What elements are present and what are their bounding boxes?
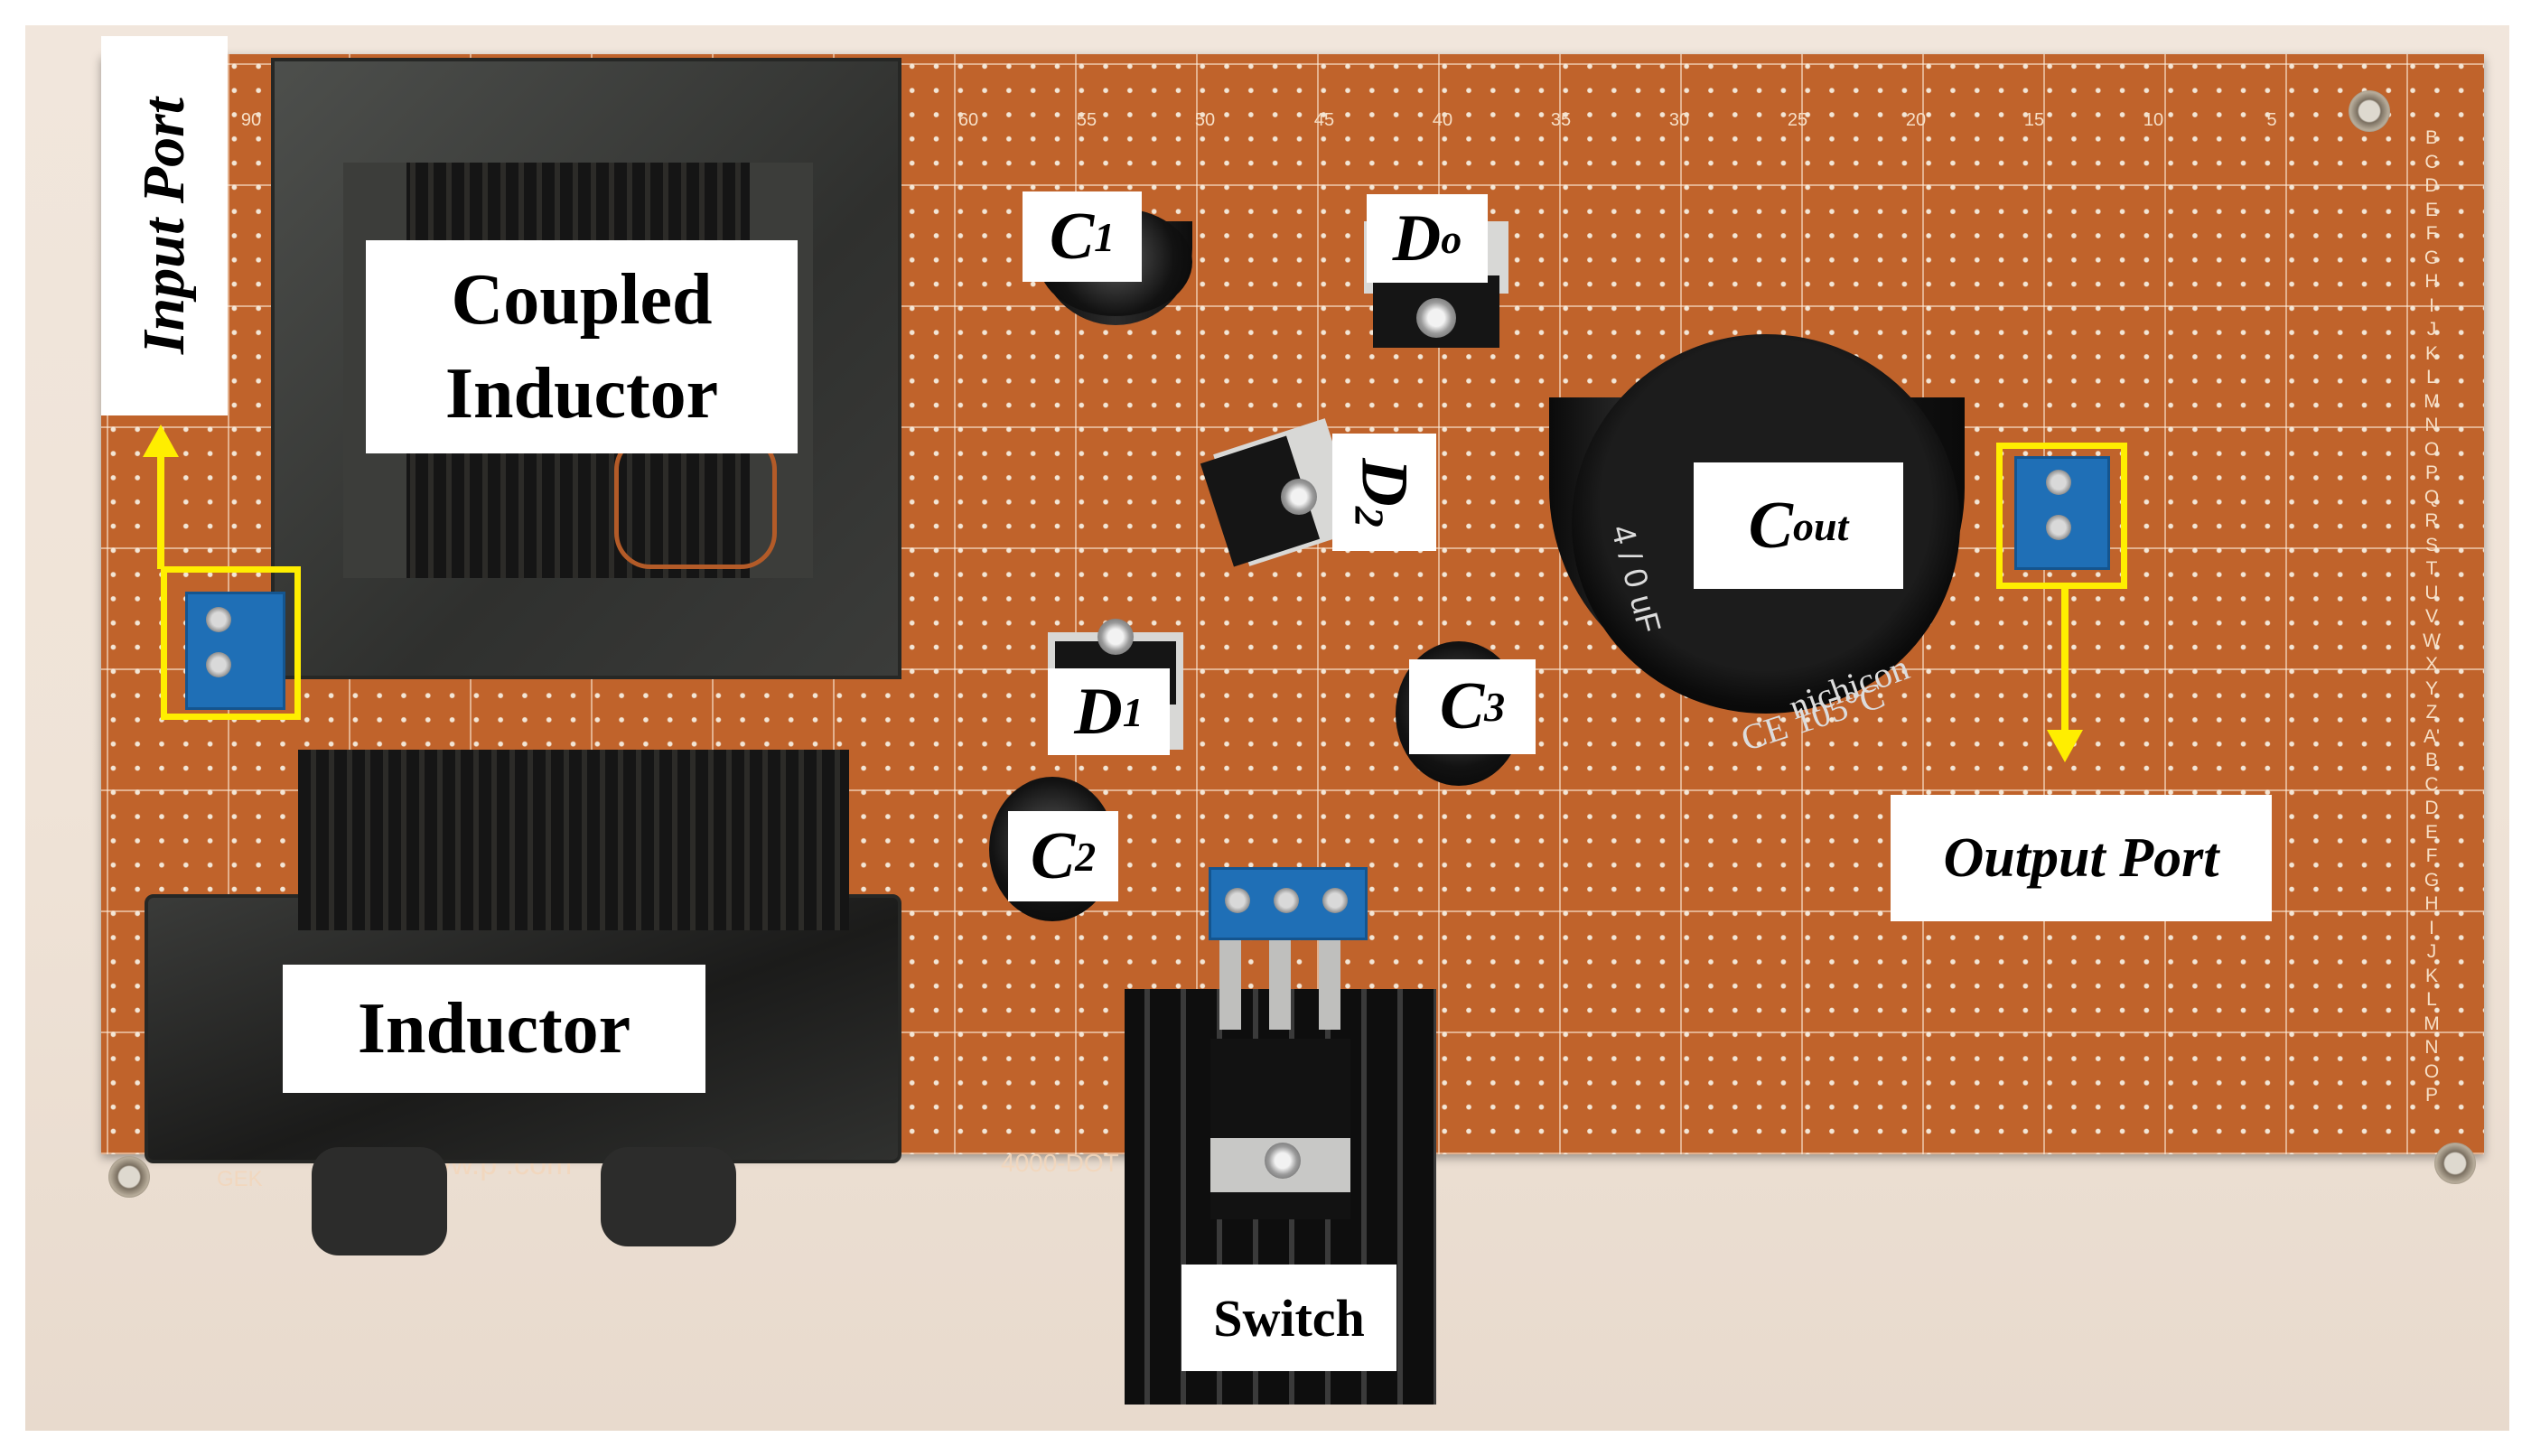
c3-label-main: C bbox=[1439, 669, 1485, 743]
board-column-number: 45 bbox=[1313, 110, 1335, 130]
board-column-number: 20 bbox=[1905, 110, 1927, 130]
terminal-screw bbox=[1322, 888, 1348, 913]
output-terminal-block bbox=[2014, 456, 2110, 570]
coupled-inductor-label: Coupled Inductor bbox=[366, 240, 798, 453]
board-silkscreen-brand: GEK bbox=[217, 1167, 263, 1191]
switch-mosfet bbox=[1210, 1039, 1350, 1219]
board-column-number: 40 bbox=[1432, 110, 1453, 130]
board-column-number: 5 bbox=[2266, 110, 2277, 130]
coupled-inductor-label-line2: Inductor bbox=[444, 354, 719, 434]
input-port-label: Input Port bbox=[131, 97, 197, 355]
input-port-highlight bbox=[161, 566, 301, 720]
board-column-number: 90 bbox=[240, 110, 262, 130]
input-port-arrow-head bbox=[143, 425, 179, 457]
board-column-number: 25 bbox=[1787, 110, 1808, 130]
switch-lead bbox=[1319, 939, 1340, 1030]
output-port-label: Output Port bbox=[1891, 795, 2272, 921]
cout-label-main: C bbox=[1748, 488, 1793, 563]
output-port-arrow-head bbox=[2047, 730, 2083, 762]
inductor-label: Inductor bbox=[283, 965, 705, 1093]
do-label-sub: o bbox=[1441, 215, 1462, 262]
switch-lead bbox=[1269, 939, 1291, 1030]
inductor-foot bbox=[312, 1147, 447, 1255]
diode-d1-screw bbox=[1097, 619, 1134, 655]
switch-label: Switch bbox=[1181, 1265, 1396, 1371]
board-column-number: 30 bbox=[1668, 110, 1690, 130]
d2-label-main: D bbox=[1347, 457, 1422, 507]
diode-do-screw bbox=[1416, 298, 1456, 338]
board-column-number: 10 bbox=[2143, 110, 2164, 130]
coupled-inductor-label-line1: Coupled bbox=[451, 260, 713, 340]
board-column-number: 50 bbox=[1194, 110, 1216, 130]
input-terminal-block bbox=[185, 592, 285, 710]
d2-label-sub: 2 bbox=[1346, 506, 1393, 527]
d1-label-sub: 1 bbox=[1122, 688, 1144, 735]
switch-screw bbox=[1265, 1143, 1301, 1179]
c2-label-sub: 2 bbox=[1075, 833, 1097, 880]
board-row-letters: B C D E F G H I J K L M N O P Q R S T U … bbox=[2423, 127, 2441, 1106]
c2-label-main: C bbox=[1030, 818, 1076, 893]
switch-lead bbox=[1219, 939, 1241, 1030]
c1-label-main: C bbox=[1049, 199, 1095, 274]
board-silkscreen-model: 4000-DOT bbox=[1001, 1149, 1119, 1177]
input-port-arrow-line bbox=[157, 452, 164, 569]
inductor-foot bbox=[601, 1147, 736, 1246]
board-column-number: 15 bbox=[2023, 110, 2045, 130]
diode-d2-screw bbox=[1281, 479, 1317, 515]
copper-wire bbox=[614, 434, 777, 569]
c1-label-sub: 1 bbox=[1094, 213, 1116, 260]
board-column-number: 55 bbox=[1076, 110, 1097, 130]
inductor-winding bbox=[298, 750, 849, 930]
output-port-arrow-line bbox=[2061, 589, 2069, 733]
standoff bbox=[108, 1156, 150, 1198]
standoff bbox=[2349, 90, 2390, 132]
do-label-main: D bbox=[1392, 201, 1442, 275]
cout-label-sub: out bbox=[1792, 502, 1849, 549]
output-port-highlight bbox=[1996, 443, 2127, 589]
terminal-screw bbox=[206, 607, 231, 632]
terminal-screw bbox=[2046, 515, 2071, 540]
terminal-screw bbox=[206, 652, 231, 677]
c3-label-sub: 3 bbox=[1484, 684, 1506, 730]
standoff bbox=[2434, 1143, 2476, 1184]
terminal-screw bbox=[1225, 888, 1250, 913]
terminal-screw bbox=[2046, 470, 2071, 495]
terminal-screw bbox=[1274, 888, 1299, 913]
input-port-label-box: Input Port bbox=[101, 36, 228, 415]
d1-label-main: D bbox=[1074, 674, 1123, 749]
board-column-number: 60 bbox=[957, 110, 979, 130]
board-column-number: 35 bbox=[1550, 110, 1572, 130]
